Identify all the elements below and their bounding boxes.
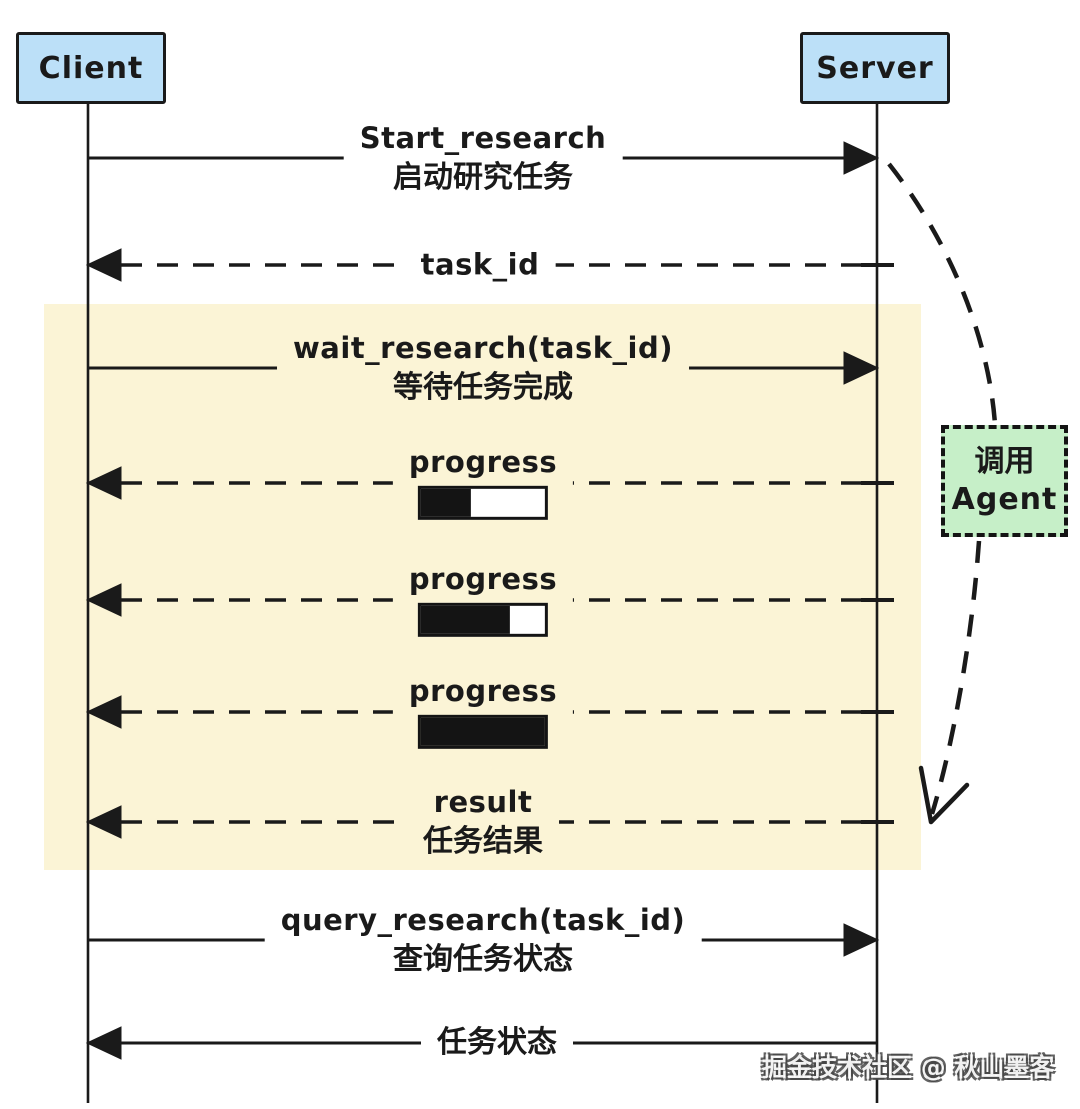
actor-client: Client [16, 32, 166, 104]
message-label: result [433, 784, 533, 819]
progress-bar-2 [418, 603, 548, 638]
agent-call-note: 调用 Agent [941, 425, 1068, 537]
agent-call-curve-top [887, 162, 998, 425]
message-label: progress [408, 444, 558, 479]
agent-note-line1: 调用 [974, 444, 1035, 479]
message-task-id: task_id [404, 246, 556, 284]
message-query-research: query_research(task_id) 查询任务状态 [264, 901, 702, 981]
message-progress-3: progress [392, 672, 574, 752]
message-start-research: Start_research 启动研究任务 [343, 119, 623, 199]
watermark: 掘金技术社区 @ 秋山墨客 [762, 1053, 1055, 1082]
progress-bar-2-fill [421, 606, 511, 635]
progress-bar-1-fill [421, 489, 471, 518]
agent-call-open-arrowhead [918, 765, 970, 825]
message-label: progress [408, 561, 558, 596]
message-progress-2: progress [392, 560, 574, 640]
agent-call-curve-bottom [929, 540, 982, 815]
arrow-task-id-head [85, 248, 122, 282]
message-label: progress [408, 673, 558, 708]
actor-client-label: Client [38, 50, 144, 86]
message-label: task_id [420, 247, 540, 282]
arrow-query-research-head [843, 923, 880, 957]
message-task-status: 任务状态 [421, 1023, 573, 1063]
arrow-progress-1-head [85, 466, 122, 500]
message-label: 任务状态 [437, 1025, 557, 1060]
progress-bar-1 [418, 486, 548, 521]
arrow-progress-3-head [85, 695, 122, 729]
progress-bar-3 [418, 715, 548, 750]
message-sublabel: 启动研究任务 [393, 160, 573, 196]
message-progress-1: progress [392, 443, 574, 523]
message-sublabel: 查询任务状态 [392, 942, 573, 978]
arrow-wait-research-head [843, 351, 880, 385]
message-label: Start_research [359, 120, 607, 155]
actor-server: Server [800, 32, 950, 104]
arrow-result-head [85, 805, 122, 839]
arrow-start-research-head [843, 141, 880, 175]
arrow-task-status-head [85, 1026, 122, 1060]
arrow-progress-2-head [85, 583, 122, 617]
message-sublabel: 任务结果 [423, 824, 543, 860]
agent-note-line2: Agent [951, 482, 1058, 517]
actor-server-label: Server [816, 50, 934, 86]
message-result: result 任务结果 [407, 783, 559, 863]
message-sublabel: 等待任务完成 [393, 370, 573, 406]
progress-bar-3-fill [421, 718, 545, 747]
message-label: wait_research(task_id) [293, 330, 673, 365]
message-wait-research: wait_research(task_id) 等待任务完成 [277, 329, 689, 409]
message-label: query_research(task_id) [280, 902, 686, 937]
